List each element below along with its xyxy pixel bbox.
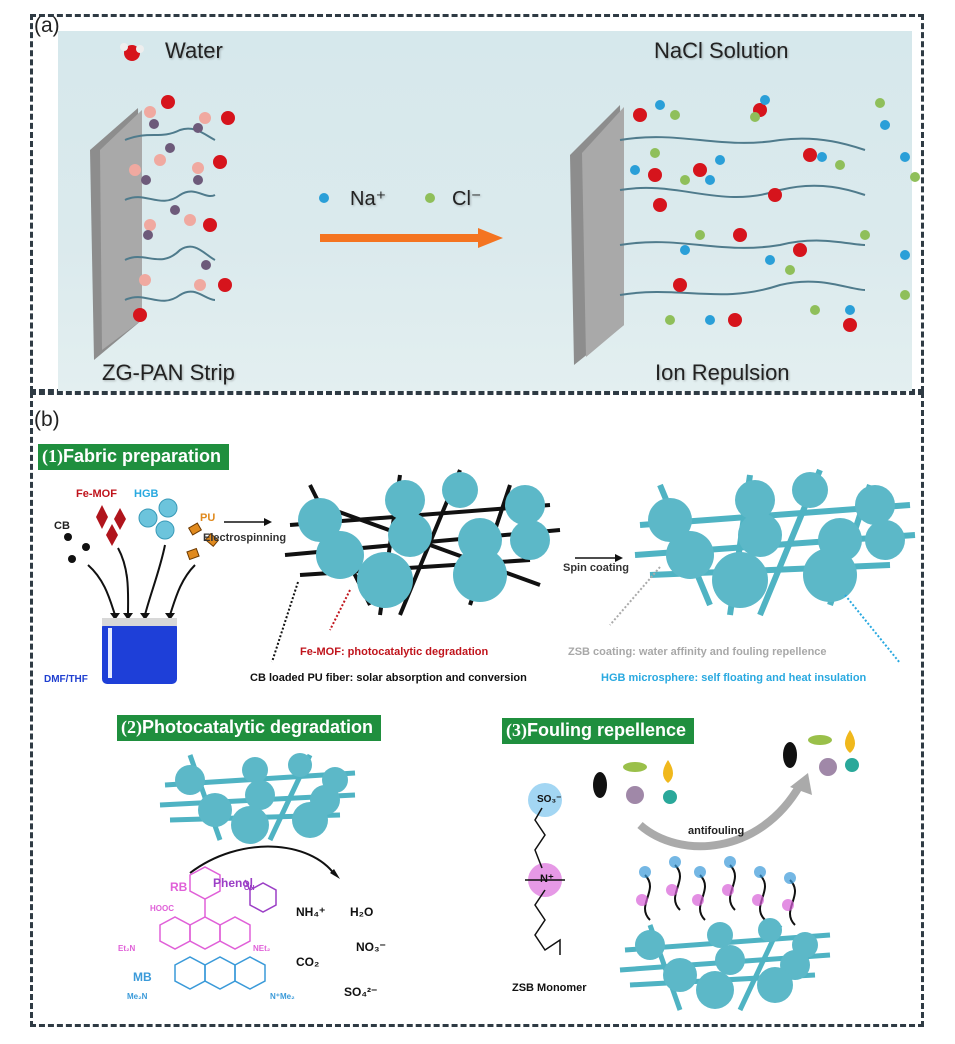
zsb-monomer-structure: [525, 783, 565, 955]
annotation-zsb-coating: ZSB coating: water affinity and fouling …: [568, 646, 827, 658]
product-ammonium: NH₄⁺: [296, 905, 326, 919]
annotation-cb-pu-fiber: CB loaded PU fiber: solar absorption and…: [250, 672, 527, 684]
phenol-oh-group: OH: [244, 885, 255, 892]
mb-left-group: Me₂N: [127, 992, 148, 1001]
zg-pan-strip-left: [90, 95, 235, 360]
annotation-fe-mof: Fe-MOF: photocatalytic degradation: [300, 646, 489, 658]
section-1-banner: (1)Fabric preparation: [38, 444, 230, 470]
ingredient-pu-label: PU: [200, 512, 216, 524]
photocatalytic-fabric-illustration: [159, 753, 356, 844]
section-1-title: Fabric preparation: [63, 446, 222, 466]
step-spin-coating-label: Spin coating: [563, 562, 629, 574]
hgb-spheres-icon: [138, 498, 178, 540]
molecule-phenol-label: Phenol: [213, 876, 254, 890]
zg-pan-strip-caption: ZG-PAN Strip: [102, 360, 235, 385]
mb-structure: [174, 956, 266, 990]
coating-pointer-lines: [609, 566, 901, 664]
section-3-title: Fouling repellence: [527, 720, 687, 740]
ingredient-cb-label: CB: [54, 520, 70, 532]
legend-na-ion: Na⁺: [350, 188, 387, 210]
barnacle-icon: [626, 786, 644, 804]
n-plus-label: N⁺: [540, 873, 554, 885]
degradation-arrow-icon: [189, 845, 336, 876]
antifouling-label: antifouling: [688, 825, 745, 837]
product-water: H₂O: [350, 905, 374, 919]
cb-particles-icon: [64, 533, 90, 563]
rb-structure: [159, 866, 251, 950]
section-2-number: (2): [121, 717, 142, 737]
oil-droplet-icon: [663, 760, 673, 783]
coated-fabric-illustration: [634, 468, 916, 617]
zsb-monomer-label: ZSB Monomer: [512, 982, 587, 994]
zsb-grafted-fabric-illustration: [619, 856, 831, 1012]
algae-icon: [623, 762, 647, 772]
product-nitrate: NO₃⁻: [356, 940, 386, 954]
mussel-icon: [593, 772, 607, 798]
electrospun-fabric-illustration: [284, 469, 561, 616]
annotation-hgb-microsphere: HGB microsphere: self floating and heat …: [601, 672, 867, 684]
section-2-title: Photocatalytic degradation: [142, 717, 374, 737]
transition-arrow-icon: [320, 228, 503, 248]
rb-left-group: Et₂N: [118, 944, 136, 953]
solvent-label: DMF/THF: [44, 674, 88, 685]
panel-b-frame: [30, 392, 924, 1027]
ion-repulsion-caption: Ion Repulsion: [655, 360, 790, 385]
cl-ion-icon: [425, 193, 435, 203]
panel-b-label: (b): [34, 408, 60, 431]
pu-pellets-icon: [186, 522, 220, 561]
nacl-solution-title: NaCl Solution: [654, 38, 789, 63]
foulants-illustration: [593, 730, 859, 851]
product-sulfate: SO₄²⁻: [344, 985, 378, 999]
protein-icon: [663, 790, 677, 804]
phenol-structure: [244, 879, 277, 913]
water-molecule-icon: [120, 43, 144, 61]
rb-right-group: NEt₂: [253, 944, 271, 953]
fe-mof-crystals-icon: [96, 505, 126, 546]
pollutant-molecules-and-products: [159, 845, 340, 990]
rb-cooh-group: HOOC: [150, 904, 174, 913]
product-co2: CO₂: [296, 955, 320, 969]
ingredient-hgb-label: HGB: [134, 488, 159, 500]
electrospinning-arrow-icon: [224, 518, 272, 526]
ingredient-fe-mof-label: Fe-MOF: [76, 488, 117, 500]
legend-water: Water: [165, 38, 223, 63]
section-3-number: (3): [506, 720, 527, 740]
section-3-banner: (3)Fouling repellence: [502, 718, 695, 744]
so3-group-label: SO₃⁻: [537, 794, 562, 805]
antifouling-arrow-icon: [637, 783, 804, 851]
molecule-mb-label: MB: [133, 970, 152, 984]
molecule-rb-label: RB: [170, 880, 188, 894]
section-2-banner: (2)Photocatalytic degradation: [117, 715, 382, 741]
spin-coating-arrow-icon: [575, 554, 623, 562]
na-ion-icon: [319, 193, 329, 203]
panel-a-background: [58, 31, 912, 391]
fabric-preparation-ingredients: [64, 498, 220, 684]
zg-pan-strip-right: [570, 95, 920, 365]
panel-a-label: (a): [34, 14, 60, 37]
legend-cl-ion: Cl⁻: [452, 188, 482, 210]
step-electrospinning-label: Electrospinning: [203, 532, 287, 544]
section-1-number: (1): [42, 446, 63, 466]
beaker-icon: [102, 622, 177, 684]
mb-right-group: N⁺Me₂: [270, 992, 295, 1001]
pointer-lines: [271, 581, 351, 663]
